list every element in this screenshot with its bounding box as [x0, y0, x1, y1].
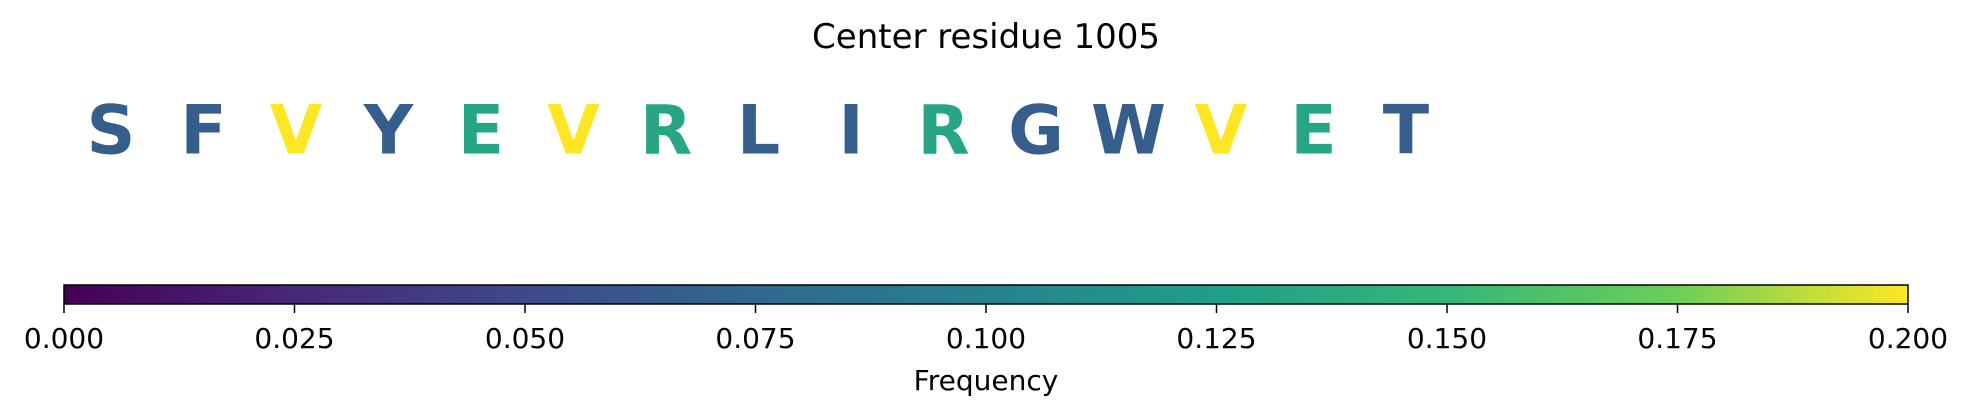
residue-2: F [180, 92, 226, 171]
colorbar-tick-label-0: 0.000 [24, 322, 104, 355]
residue-5: E [458, 92, 504, 171]
colorbar [63, 284, 1909, 305]
colorbar-tick-label-5: 0.125 [1176, 322, 1256, 355]
residue-8: L [737, 92, 780, 171]
colorbar-label: Frequency [914, 364, 1059, 397]
residue-4: Y [363, 92, 414, 171]
residue-13: V [1195, 92, 1248, 171]
colorbar-tick-label-6: 0.150 [1407, 322, 1487, 355]
colorbar-tick-label-1: 0.025 [254, 322, 334, 355]
residue-3: V [270, 92, 323, 171]
residue-12: W [1091, 92, 1166, 171]
chart-title: Center residue 1005 [812, 17, 1160, 57]
residue-15: T [1383, 92, 1430, 171]
residue-10: R [917, 92, 969, 171]
colorbar-tick-label-8: 0.200 [1868, 322, 1948, 355]
colorbar-tick-label-7: 0.175 [1637, 322, 1717, 355]
colorbar-tick-label-3: 0.075 [715, 322, 795, 355]
residue-14: E [1290, 92, 1336, 171]
colorbar-ticks: 0.000 0.025 0.050 0.075 0.100 0.125 0.150 0.175… [24, 304, 1948, 355]
residue-1: S [87, 92, 136, 171]
residue-6: V [547, 92, 600, 171]
colorbar-tick-label-4: 0.100 [946, 322, 1026, 355]
residue-11: G [1008, 92, 1064, 171]
residue-7: R [640, 92, 692, 171]
colorbar-tick-label-2: 0.050 [485, 322, 565, 355]
residue-9: I [838, 92, 863, 171]
